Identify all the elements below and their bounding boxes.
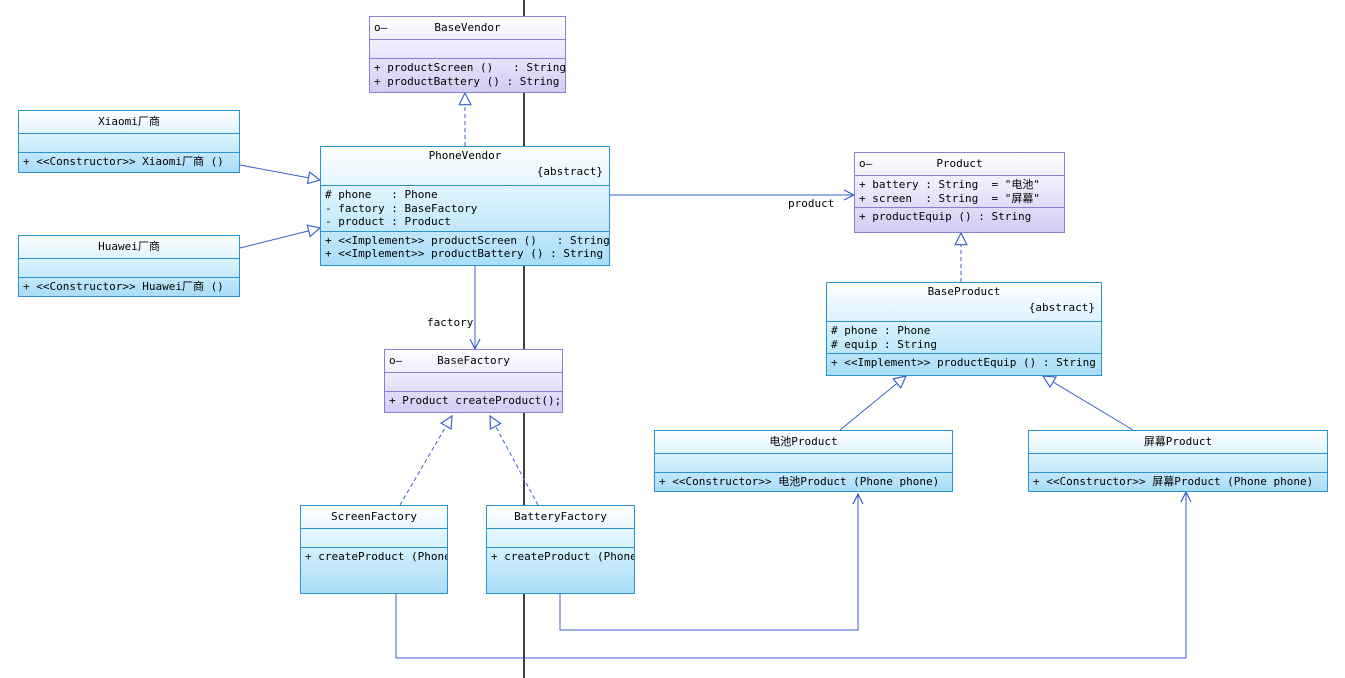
xiaomi-vendor-class[interactable]: Xiaomi厂商 + <<Constructor>> Xiaomi厂商 () (18, 110, 240, 173)
method-row: + <<Constructor>> Xiaomi厂商 () (23, 155, 224, 168)
factory-association-label: factory (427, 316, 474, 329)
attributes-compartment: + battery : String = "电池" + screen : Str… (855, 176, 1064, 208)
class-name: BatteryFactory (514, 510, 607, 523)
attributes-compartment (655, 454, 952, 473)
methods-compartment: + Product createProduct(); (385, 392, 562, 410)
screen-factory-class[interactable]: ScreenFactory + createProduct (Phone (300, 505, 448, 594)
class-header: 电池Product (655, 431, 952, 454)
method-row: + <<Constructor>> 屏幕Product (Phone phone… (1033, 475, 1314, 488)
base-product-class[interactable]: BaseProduct {abstract} # phone : Phone # … (826, 282, 1102, 376)
base-factory-interface[interactable]: o— BaseFactory + Product createProduct(); (384, 349, 563, 413)
xiaomi-extends-phonevendor (239, 164, 320, 180)
battery-factory-class[interactable]: BatteryFactory + createProduct (Phone (486, 505, 635, 594)
attributes-compartment (19, 259, 239, 278)
phone-vendor-class[interactable]: PhoneVendor {abstract} # phone : Phone - … (320, 146, 610, 266)
abstract-stereotype: {abstract} (536, 165, 603, 178)
methods-compartment: + productScreen () : String + productBat… (370, 59, 565, 90)
class-header: o— BaseVendor (370, 17, 565, 40)
attribute-row: + battery : String = "电池" (859, 178, 1040, 191)
method-row: + productScreen () : String (374, 61, 566, 74)
methods-compartment: + <<Constructor>> Xiaomi厂商 () (19, 153, 239, 171)
class-name: Huawei厂商 (98, 240, 160, 253)
attributes-compartment (1029, 454, 1327, 473)
product-interface[interactable]: o— Product + battery : String = "电池" + sc… (854, 152, 1065, 233)
class-header: 屏幕Product (1029, 431, 1327, 454)
method-row: + Product createProduct(); (389, 394, 562, 407)
attributes-compartment (487, 529, 634, 548)
methods-compartment: + <<Constructor>> 电池Product (Phone phone… (655, 473, 952, 491)
class-name: BaseFactory (437, 354, 510, 367)
class-header: BaseProduct {abstract} (827, 283, 1101, 322)
screenfactory-realizes-basefactory (399, 416, 452, 506)
battery-product-class[interactable]: 电池Product + <<Constructor>> 电池Product (P… (654, 430, 953, 492)
huawei-extends-phonevendor (239, 228, 320, 249)
attribute-row: # phone : Phone (325, 188, 438, 201)
attribute-row: + screen : String = "屏幕" (859, 191, 1040, 205)
class-name: BaseProduct (927, 285, 1001, 298)
base-vendor-interface[interactable]: o— BaseVendor + productScreen () : String… (369, 16, 566, 93)
class-header: o— BaseFactory (385, 350, 562, 373)
product-association-label: product (788, 197, 835, 210)
attributes-compartment (301, 529, 447, 548)
interface-icon: o— (374, 21, 388, 34)
methods-compartment: + <<Implement>> productEquip () : String (827, 354, 1101, 372)
class-name: PhoneVendor (428, 149, 502, 162)
method-row: + <<Constructor>> Huawei厂商 () (23, 280, 224, 293)
batteryfactory-to-battery-product (559, 494, 858, 631)
interface-icon: o— (859, 157, 873, 170)
class-name: Xiaomi厂商 (98, 115, 160, 128)
attributes-compartment (385, 373, 562, 392)
method-row: + productEquip () : String (859, 210, 1032, 223)
methods-compartment: + createProduct (Phone (301, 548, 447, 566)
attribute-row: # phone : Phone (831, 324, 931, 337)
huawei-vendor-class[interactable]: Huawei厂商 + <<Constructor>> Huawei厂商 () (18, 235, 240, 297)
abstract-stereotype: {abstract} (1028, 301, 1095, 314)
interface-icon: o— (389, 354, 403, 367)
methods-compartment: + createProduct (Phone (487, 548, 634, 566)
methods-compartment: + <<Constructor>> Huawei厂商 () (19, 278, 239, 296)
method-row: + <<Implement>> productEquip () : String (831, 356, 1096, 369)
class-header: BatteryFactory (487, 506, 634, 529)
method-row: + createProduct (Phone (305, 550, 448, 563)
methods-compartment: + <<Constructor>> 屏幕Product (Phone phone… (1029, 473, 1327, 491)
screen-product-extends-baseproduct (1043, 376, 1134, 431)
method-row: + <<Implement>> productBattery () : Stri… (325, 247, 604, 260)
method-row: + createProduct (Phone (491, 550, 635, 563)
attributes-compartment: # phone : Phone - factory : BaseFactory … (321, 186, 609, 232)
attributes-compartment (19, 134, 239, 153)
class-name: BaseVendor (434, 21, 501, 34)
class-name: ScreenFactory (330, 510, 418, 523)
attributes-compartment: # phone : Phone # equip : String (827, 322, 1101, 354)
class-header: PhoneVendor {abstract} (321, 147, 609, 186)
screenfactory-to-screen-product (395, 492, 1186, 659)
attribute-row: - product : Product (325, 215, 451, 228)
class-header: ScreenFactory (301, 506, 447, 529)
battery-product-extends-baseproduct (839, 376, 906, 431)
methods-compartment: + productEquip () : String (855, 208, 1064, 226)
method-row: + <<Constructor>> 电池Product (Phone phone… (659, 475, 940, 488)
class-name: Product (936, 157, 983, 170)
batteryfactory-realizes-basefactory (490, 416, 539, 506)
class-name: 电池Product (769, 435, 838, 448)
class-header: o— Product (855, 153, 1064, 176)
attributes-compartment (370, 40, 565, 59)
attribute-row: - factory : BaseFactory (325, 201, 478, 215)
class-name: 屏幕Product (1143, 435, 1213, 448)
screen-product-class[interactable]: 屏幕Product + <<Constructor>> 屏幕Product (P… (1028, 430, 1328, 492)
method-row: + productBattery () : String (374, 74, 560, 88)
attribute-row: # equip : String (831, 337, 937, 351)
class-header: Huawei厂商 (19, 236, 239, 259)
class-header: Xiaomi厂商 (19, 111, 239, 134)
methods-compartment: + <<Implement>> productScreen () : Strin… (321, 232, 609, 263)
method-row: + <<Implement>> productScreen () : Strin… (325, 233, 610, 247)
